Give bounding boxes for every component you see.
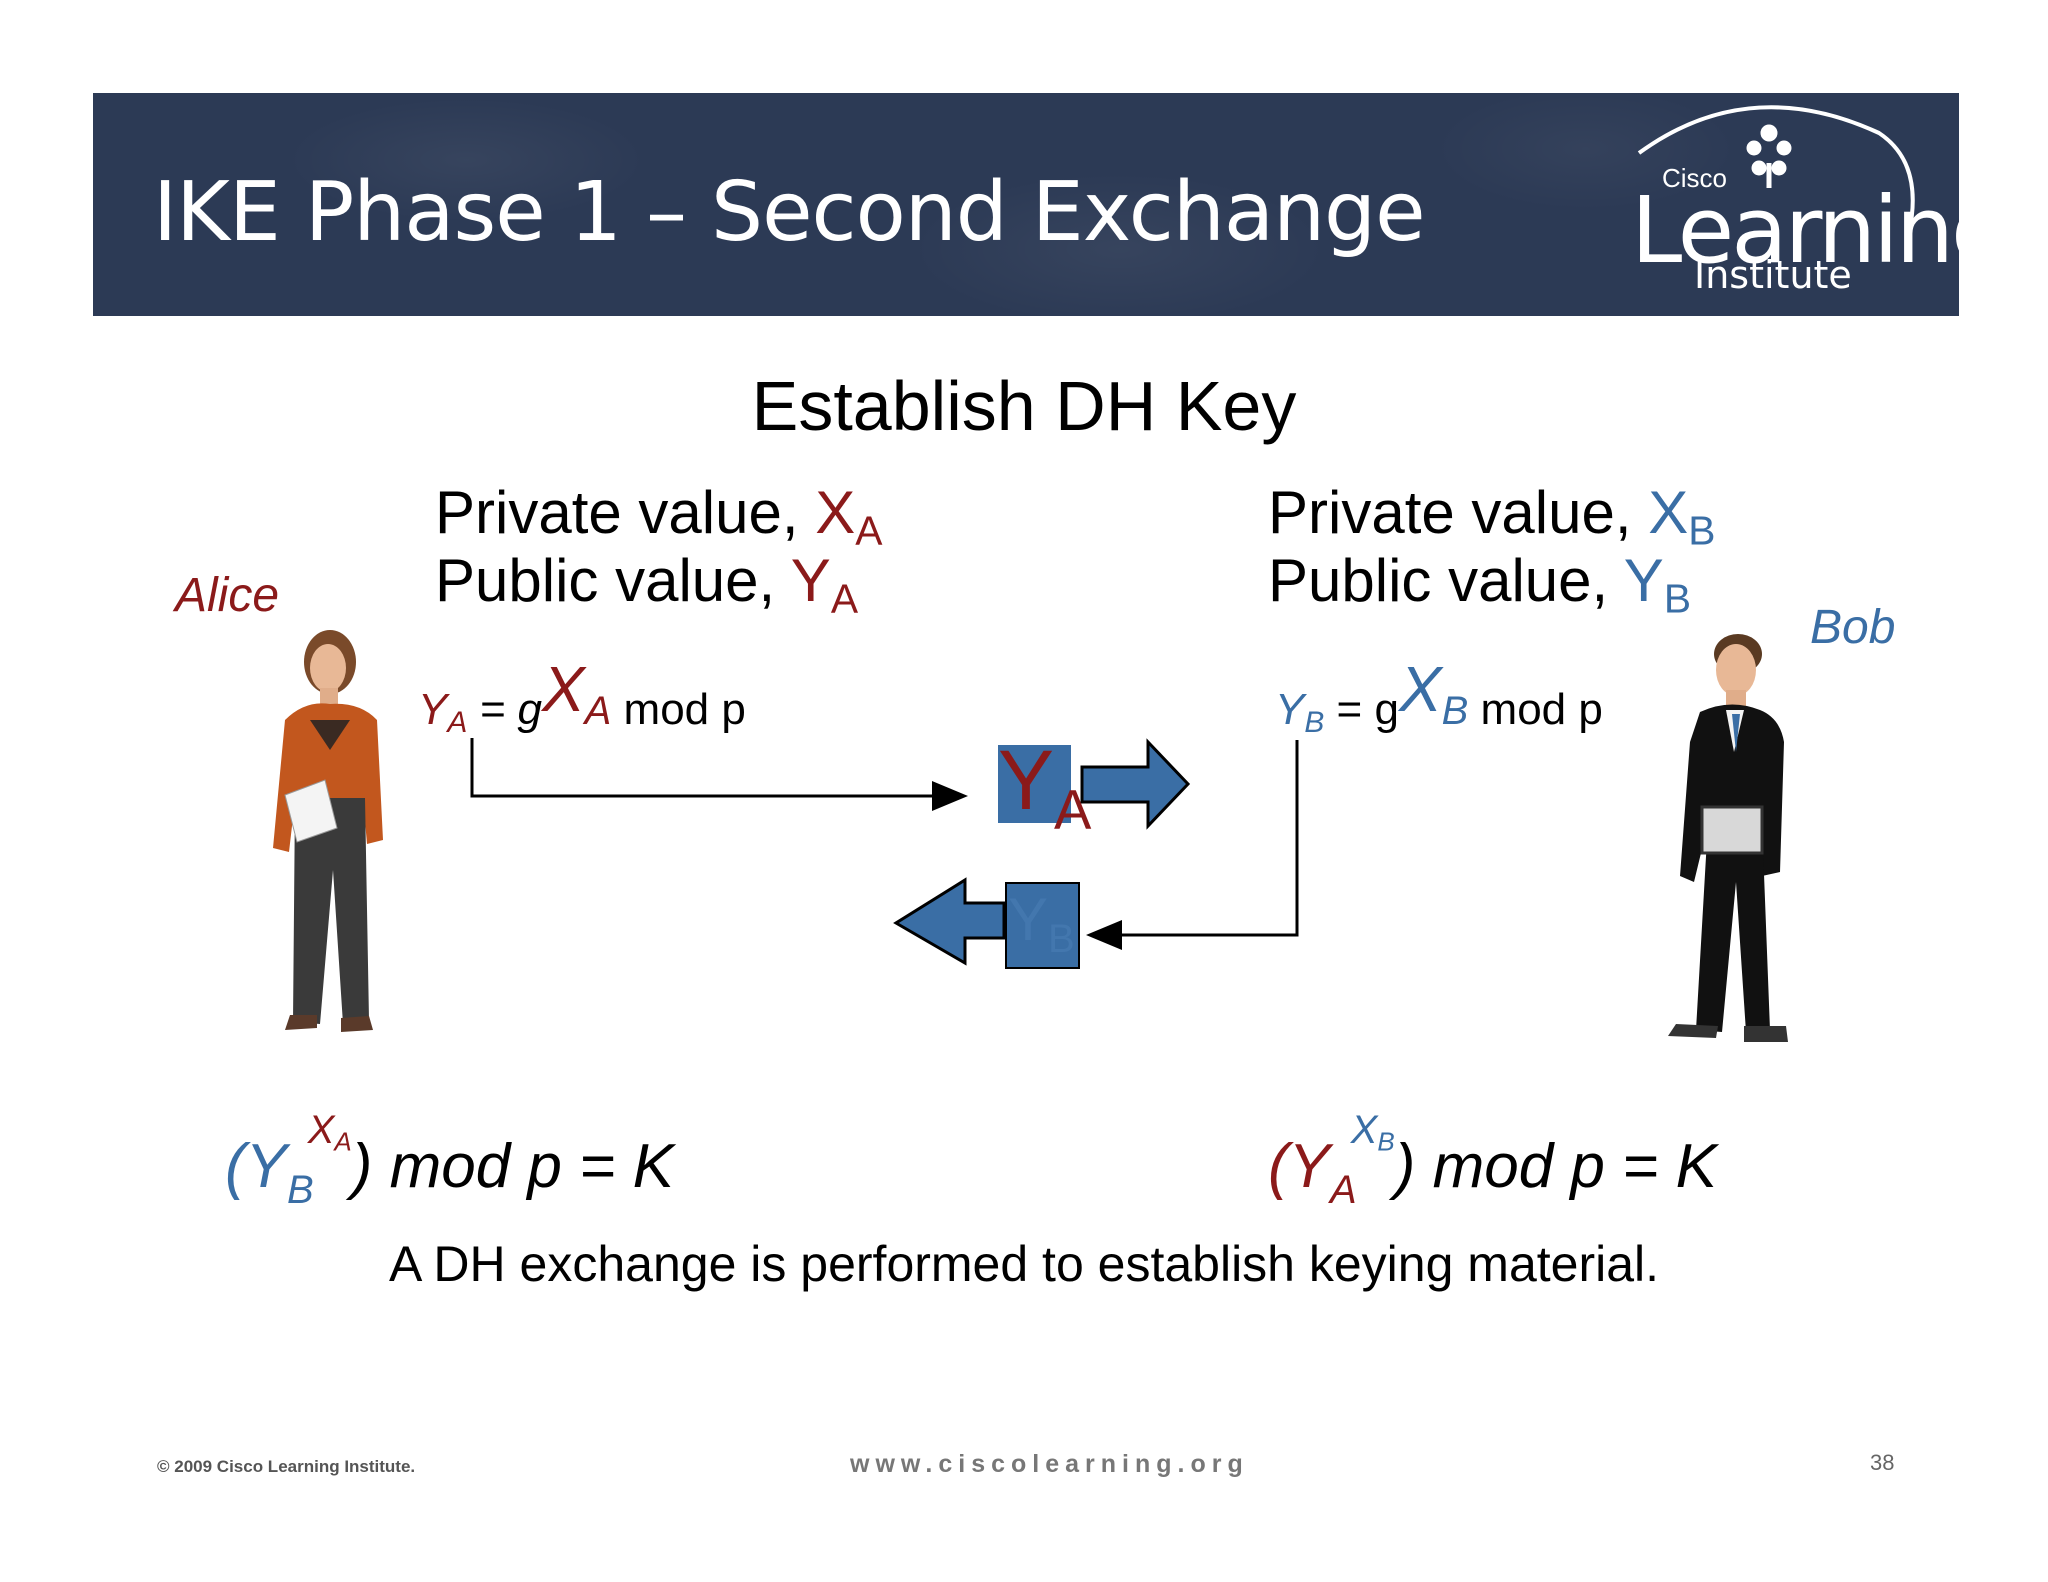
bob-formula-y: Y xyxy=(1275,684,1305,734)
bob-private-subscript: B xyxy=(1688,507,1716,554)
ya-packet-box xyxy=(998,745,1071,823)
yb-packet-symbol: Y xyxy=(1008,886,1049,953)
bob-formula-x-sub: B xyxy=(1441,688,1469,733)
ya-packet-label: YA xyxy=(998,735,1091,855)
alice-formula-x: X xyxy=(541,653,585,725)
bob-key-formula: (YAXB) mod p = K xyxy=(1268,1090,1717,1230)
yb-packet-box xyxy=(1005,882,1080,969)
bob-public-value: Public value, YB xyxy=(1268,546,1691,633)
alice-formula-eq: = g xyxy=(467,684,542,734)
alice-formula: YA = gXA mod p xyxy=(418,652,746,740)
header-banner: IKE Phase 1 – Second Exchange Cisco Lear… xyxy=(93,93,2009,316)
bob-private-value: Private value, XB xyxy=(1268,478,1715,565)
bob-formula-x: X xyxy=(1398,653,1442,725)
bob-private-symbol: X xyxy=(1648,479,1689,546)
ya-packet-subscript: A xyxy=(1054,777,1092,841)
logo-cisco-text: Cisco xyxy=(1662,163,1728,193)
right-arrow-icon xyxy=(1080,738,1191,830)
bob-person-icon xyxy=(1668,634,1788,1042)
alice-formula-x-sub: A xyxy=(584,688,612,733)
alice-key-open: (Y xyxy=(225,1132,287,1201)
bob-public-symbol: Y xyxy=(1623,547,1664,614)
alice-key-rest: ) mod p = K xyxy=(351,1132,674,1201)
alice-key-base-sub: B xyxy=(287,1168,314,1212)
bob-key-rest: ) mod p = K xyxy=(1394,1132,1717,1201)
left-arrow-icon xyxy=(893,877,1006,966)
logo-arc-icon xyxy=(1637,105,1915,234)
alice-formula-y: Y xyxy=(418,684,448,734)
alice-key-exp: X xyxy=(307,1108,335,1152)
page-number: 38 xyxy=(1870,1450,1895,1475)
bob-formula-y-sub: B xyxy=(1304,706,1325,740)
alice-private-symbol: X xyxy=(815,479,856,546)
alice-name: Alice xyxy=(175,569,280,622)
bob-public-label: Public value, xyxy=(1268,547,1624,614)
bob-key-exp: X xyxy=(1350,1108,1378,1152)
bob-public-subscript: B xyxy=(1663,575,1692,622)
alice-send-connector xyxy=(470,738,968,811)
bob-formula-eq: = g xyxy=(1324,684,1399,734)
alice-private-value: Private value, XA xyxy=(435,478,882,565)
yb-packet-label: YB xyxy=(1008,880,1075,979)
alice-public-symbol: Y xyxy=(790,547,831,614)
alice-formula-mod: mod p xyxy=(611,684,746,734)
slide-subtitle: Establish DH Key xyxy=(751,367,1297,445)
bob-formula: YB = gXB mod p xyxy=(1275,652,1603,740)
alice-formula-y-sub: A xyxy=(447,706,468,740)
alice-private-label: Private value, xyxy=(435,479,816,546)
bob-send-connector xyxy=(1086,740,1299,950)
bob-key-exp-sub: B xyxy=(1377,1126,1395,1157)
ya-packet-symbol: Y xyxy=(998,733,1055,827)
alice-public-label: Public value, xyxy=(435,547,791,614)
alice-public-subscript: A xyxy=(830,575,859,622)
bob-key-open: (Y xyxy=(1268,1132,1330,1201)
logo-learning-text: Learning xyxy=(1631,177,2009,284)
alice-private-subscript: A xyxy=(855,507,883,554)
cisco-learning-logo: Cisco Learning Institute xyxy=(1579,93,2009,316)
footer-url[interactable]: www.ciscolearning.org xyxy=(850,1450,1249,1478)
alice-public-value: Public value, YA xyxy=(435,546,858,633)
alice-person-icon xyxy=(273,630,383,1032)
bob-formula-mod: mod p xyxy=(1468,684,1603,734)
logo-institute-text: Institute xyxy=(1694,253,1852,297)
alice-key-formula: (YBXA) mod p = K xyxy=(225,1090,674,1230)
slide-title: IKE Phase 1 – Second Exchange xyxy=(153,165,1426,260)
bob-key-base-sub: A xyxy=(1330,1168,1357,1212)
alice-key-exp-sub: A xyxy=(334,1126,352,1157)
bob-name: Bob xyxy=(1810,601,1896,654)
slide-caption: A DH exchange is performed to establish … xyxy=(388,1236,1660,1292)
footer-copyright: © 2009 Cisco Learning Institute. xyxy=(157,1457,416,1476)
bob-private-label: Private value, xyxy=(1268,479,1649,546)
yb-packet-subscript: B xyxy=(1048,917,1075,961)
